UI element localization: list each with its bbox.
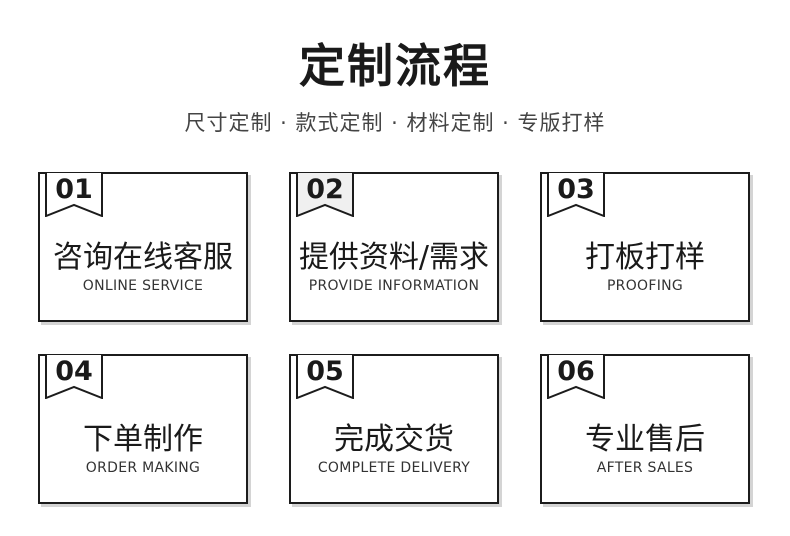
step-subtitle: COMPLETE DELIVERY	[317, 460, 471, 476]
step-subtitle: PROOFING	[606, 278, 684, 294]
ribbon-tag-icon	[296, 354, 354, 399]
step-number: 03	[557, 174, 595, 205]
ribbon-tag-icon	[547, 354, 605, 399]
step-card-03: 03 打板打样 PROOFING	[540, 172, 750, 322]
step-number: 01	[55, 174, 93, 205]
ribbon-tag-icon	[45, 354, 103, 399]
step-title: 下单制作	[83, 422, 203, 457]
step-number: 04	[55, 356, 93, 387]
ribbon-tag-icon	[296, 172, 354, 217]
step-number: 05	[306, 356, 344, 387]
step-card-06: 06 专业售后 AFTER SALES	[540, 354, 750, 504]
step-subtitle: ORDER MAKING	[85, 460, 201, 476]
step-subtitle: PROVIDE INFORMATION	[308, 278, 480, 294]
step-title: 打板打样	[585, 240, 705, 275]
step-card-04: 04 下单制作 ORDER MAKING	[38, 354, 248, 504]
page-title: 定制流程	[299, 39, 491, 93]
step-number: 02	[306, 174, 344, 205]
step-number: 06	[557, 356, 595, 387]
ribbon-tag-icon	[547, 172, 605, 217]
step-card-02: 02 提供资料/需求 PROVIDE INFORMATION	[289, 172, 499, 322]
step-title: 提供资料/需求	[298, 240, 490, 275]
page-subtitle: 尺寸定制 · 款式定制 · 材料定制 · 专版打样	[184, 111, 606, 135]
step-title: 咨询在线客服	[53, 240, 233, 275]
step-subtitle: AFTER SALES	[596, 460, 694, 476]
step-card-01: 01 咨询在线客服 ONLINE SERVICE	[38, 172, 248, 322]
step-subtitle: ONLINE SERVICE	[82, 278, 204, 294]
step-title: 专业售后	[585, 422, 705, 457]
step-title: 完成交货	[334, 422, 454, 457]
ribbon-tag-icon	[45, 172, 103, 217]
step-card-05: 05 完成交货 COMPLETE DELIVERY	[289, 354, 499, 504]
